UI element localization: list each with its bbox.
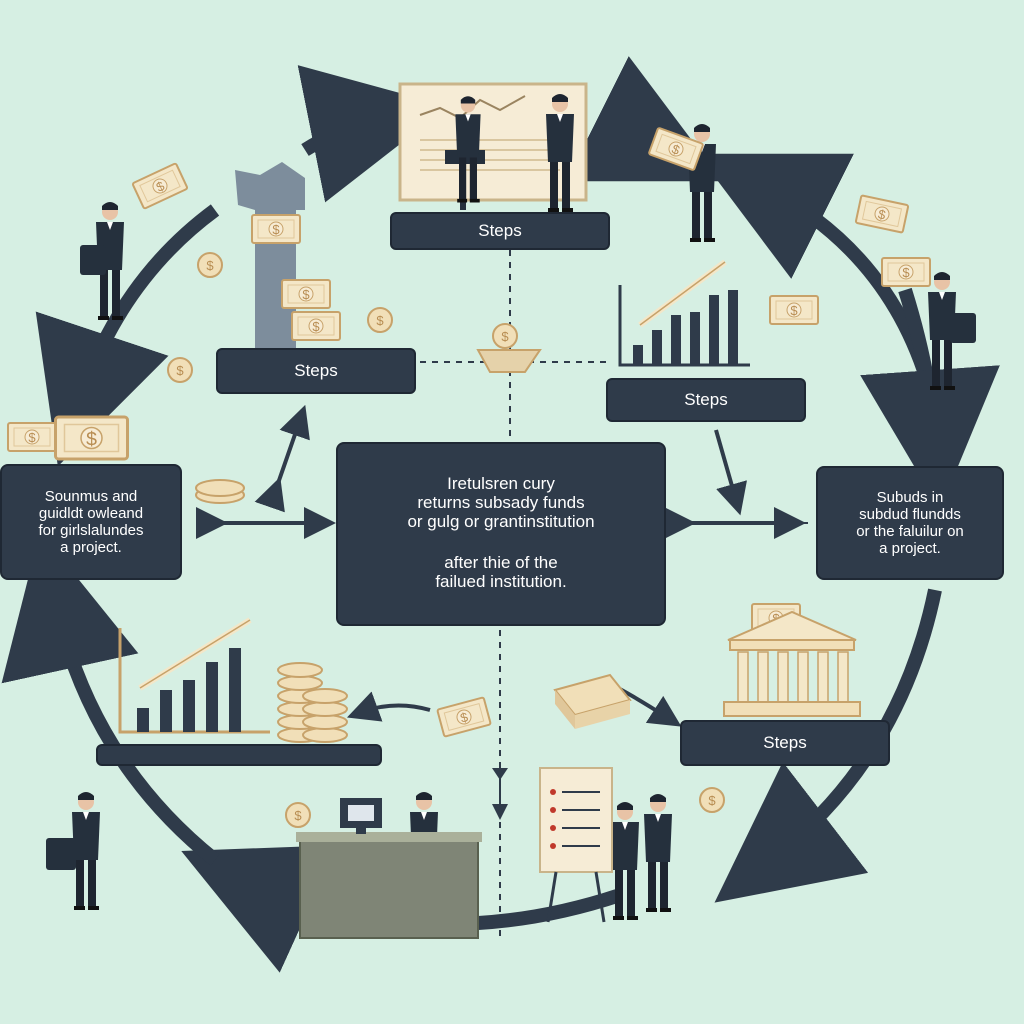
listener-icon: [611, 802, 639, 920]
left-box-line: Sounmus and: [44, 488, 138, 505]
right-box-line: subdud flundds: [859, 506, 961, 523]
businesswoman-icon: [72, 792, 100, 910]
flipchart-icon: [539, 767, 613, 923]
center-box-line: or gulg or grantinstitution: [407, 512, 595, 531]
right-box-line: Subuds in: [876, 489, 944, 506]
steps-label-upper-left: Steps: [216, 348, 416, 394]
presenter-icon: [644, 794, 672, 912]
left-box-line: guidldt owleand: [38, 505, 144, 522]
central-summary-box: Iretulsren cury returns subsady funds or…: [336, 442, 666, 626]
center-box-line: Iretulsren cury: [447, 474, 555, 493]
left-description-box: Sounmus and guidldt owleand for girlslal…: [0, 464, 182, 580]
coin-stack-icon: [195, 479, 348, 743]
desk-icon: [296, 798, 482, 939]
center-box-line: returns subsady funds: [417, 493, 585, 512]
lower-left-blank-label: [96, 744, 382, 766]
right-box-line: or the faluilur on: [856, 523, 964, 540]
center-box-line: after thie of the: [444, 553, 558, 572]
steps-label-top: Steps: [390, 212, 610, 250]
cash-bundle-icon: [553, 673, 632, 729]
steps-label-lower-right: Steps: [680, 720, 890, 766]
left-box-line: for girlslalundes: [38, 522, 144, 539]
right-description-box: Subuds in subdud flundds or the faluilur…: [816, 466, 1004, 580]
steps-label-upper-right: Steps: [606, 378, 806, 422]
left-box-line: a project.: [60, 539, 122, 556]
bar-chart-icon: [118, 617, 270, 734]
bank-building-icon: [723, 610, 861, 717]
bar-chart-icon: [618, 259, 750, 367]
briefcase-icon: [80, 245, 106, 275]
center-box-line: failued institution.: [435, 572, 567, 591]
presentation-board-icon: [398, 82, 588, 212]
right-box-line: a project.: [879, 540, 941, 557]
